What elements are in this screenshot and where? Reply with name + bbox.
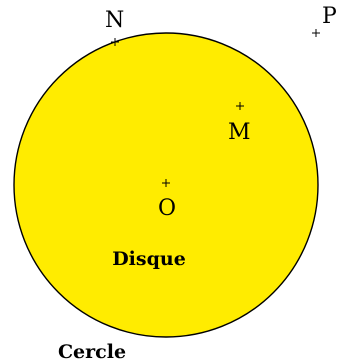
point-o-label: O xyxy=(158,196,176,221)
point-m: M xyxy=(228,102,251,145)
point-o: O xyxy=(158,179,176,221)
point-m-label: M xyxy=(228,120,251,145)
point-p-label: P xyxy=(322,4,337,29)
point-p: P xyxy=(312,4,337,37)
point-n-cross-icon xyxy=(111,38,119,46)
point-n-label: N xyxy=(105,8,124,33)
disk-label: Disque xyxy=(112,248,186,270)
circle-label: Cercle xyxy=(58,341,126,361)
point-n: N xyxy=(105,8,124,46)
point-m-cross-icon xyxy=(236,102,244,110)
point-p-cross-icon xyxy=(312,29,320,37)
point-o-cross-icon xyxy=(162,179,170,187)
